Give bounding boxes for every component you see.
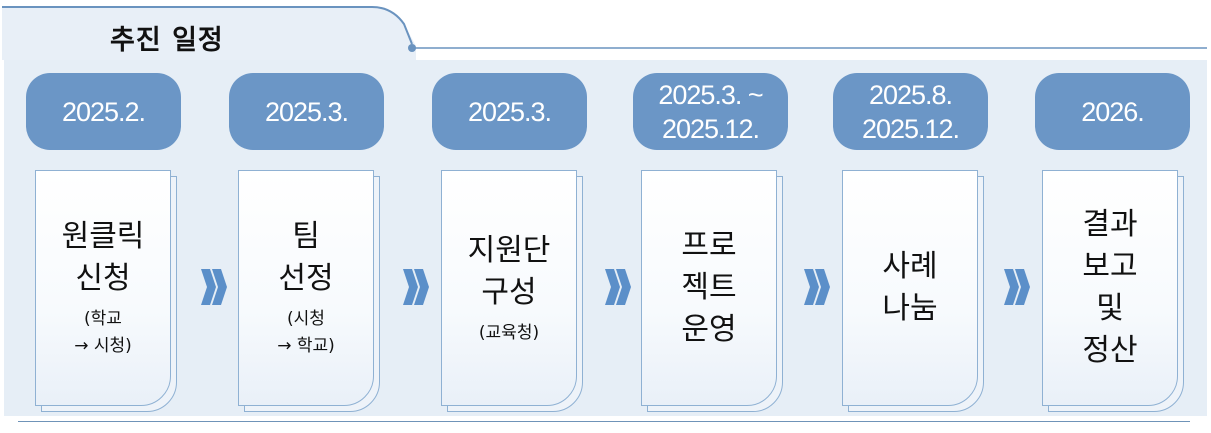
stage-date-text: 2026. [1081, 96, 1145, 127]
stage-date-text: 2025.8. [868, 79, 953, 110]
stage-title-line: 운영 [681, 312, 737, 347]
double-chevron-right-icon [605, 269, 631, 305]
stage-date-badge: 2025.3. ~2025.12. [633, 73, 788, 150]
stage-date-text: 2025.3. ~ [658, 79, 763, 110]
stage-title-line: 사례 [882, 249, 938, 284]
stage-title-line: 선정 [278, 261, 334, 296]
stage-title-line: 결과 [1082, 207, 1138, 242]
stage-date-text: 2025.12. [661, 113, 760, 144]
stage-date-text: 2025.2. [61, 96, 146, 127]
stage-title-line: 팀 [292, 219, 320, 254]
stage-title-line: 프로 [681, 228, 737, 263]
stage-date-badge: 2025.8.2025.12. [833, 73, 988, 150]
double-chevron-right-icon [403, 269, 429, 305]
stage-subtitle-line: → 학교) [277, 336, 335, 356]
header-tab-shape [2, 6, 1207, 60]
stage-subtitle-line: → 시청) [74, 336, 132, 356]
stage-title-line: 및 [1096, 291, 1124, 326]
stage-date-badge: 2025.2. [26, 73, 181, 150]
stage-subtitle-line: (학교 [84, 309, 122, 329]
page-title: 추진 일정 [110, 25, 224, 56]
double-chevron-right-icon [201, 269, 227, 305]
stage-title-line: 지원단 [467, 232, 551, 268]
stage-date-text: 2025.12. [861, 113, 960, 144]
double-chevron-right-icon [1004, 269, 1030, 305]
stage-title-line: 원클릭 [61, 219, 145, 254]
stage-title-line: 보고 [1082, 249, 1138, 284]
stage-title-line: 신청 [75, 261, 131, 296]
stage-title-line: 젝트 [681, 270, 737, 305]
stage-subtitle-line: (교육청) [478, 322, 540, 343]
stage-date-badge: 2025.3. [432, 73, 587, 150]
stage-title-line: 나눔 [882, 291, 938, 326]
stage-date-badge: 2026. [1035, 73, 1190, 150]
stage-title-line: 구성 [481, 274, 537, 310]
stage-title-line: 정산 [1082, 333, 1138, 368]
stage-date-text: 2025.3. [264, 96, 349, 127]
schedule-panel [4, 60, 1207, 416]
stage-date-text: 2025.3. [467, 96, 552, 127]
stage-date-badge: 2025.3. [229, 73, 384, 150]
stage-subtitle-line: (시청 [287, 309, 325, 329]
double-chevron-right-icon [804, 269, 830, 305]
bottom-divider [18, 421, 1190, 422]
